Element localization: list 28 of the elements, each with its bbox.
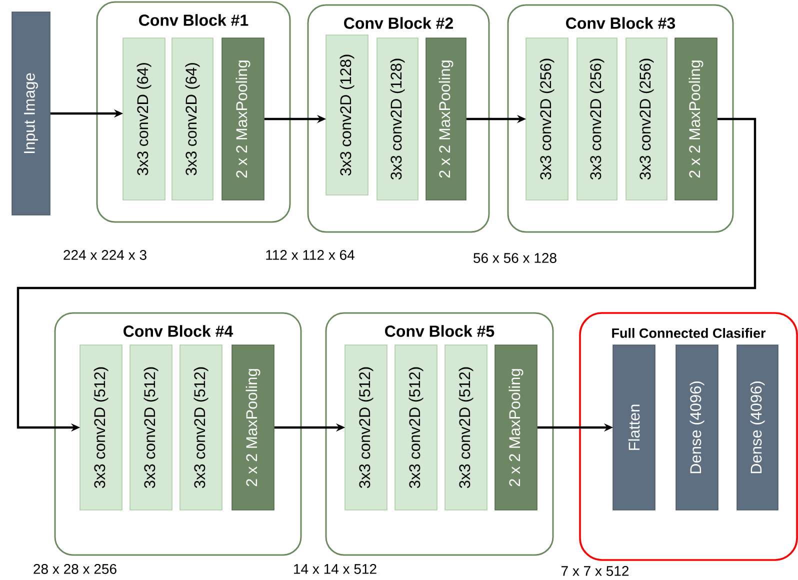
layer-box: 3x3 conv2D (128) bbox=[326, 34, 368, 196]
layer-box: 2 x 2 MaxPooling bbox=[222, 38, 264, 200]
dimension-label: 14 x 14 x 512 bbox=[294, 564, 376, 574]
layer-box: 3x3 conv2D (256) bbox=[576, 38, 618, 200]
layer-box: 3x3 conv2D (256) bbox=[626, 38, 668, 200]
layer-box: Dense (4096) bbox=[736, 344, 778, 510]
layer-box: 3x3 conv2D (512) bbox=[130, 344, 172, 510]
layer-box: Dense (4096) bbox=[676, 344, 718, 510]
layer-box: 2 x 2 MaxPooling bbox=[674, 38, 718, 200]
dimension-label: 7 x 7 x 512 bbox=[561, 566, 629, 576]
layer-box: 2 x 2 MaxPooling bbox=[426, 38, 466, 200]
layer-box: 2 x 2 MaxPooling bbox=[232, 344, 274, 510]
layer-box: 3x3 conv2D (512) bbox=[444, 344, 488, 510]
layer-box: 3x3 conv2D (512) bbox=[394, 344, 438, 510]
layer-box: 3x3 conv2D (512) bbox=[180, 344, 222, 510]
dimension-label: 112 x 112 x 64 bbox=[266, 250, 354, 260]
dimension-label: 224 x 224 x 3 bbox=[64, 250, 146, 260]
layer-box: 3x3 conv2D (512) bbox=[80, 344, 122, 510]
layer-box: 3x3 conv2D (64) bbox=[172, 38, 214, 200]
layer-box: 3x3 conv2D (64) bbox=[122, 38, 166, 200]
layer-box: 2 x 2 MaxPooling bbox=[494, 344, 538, 510]
layer-box: Flatten bbox=[612, 344, 656, 510]
layer-box: 3x3 conv2D (128) bbox=[376, 38, 418, 200]
dimension-label: 56 x 56 x 128 bbox=[474, 253, 556, 263]
layer-box: Input Image bbox=[12, 12, 50, 216]
layer-box: 3x3 conv2D (256) bbox=[526, 38, 568, 200]
dimension-label: 28 x 28 x 256 bbox=[34, 564, 116, 574]
layer-box: 3x3 conv2D (512) bbox=[344, 344, 388, 510]
